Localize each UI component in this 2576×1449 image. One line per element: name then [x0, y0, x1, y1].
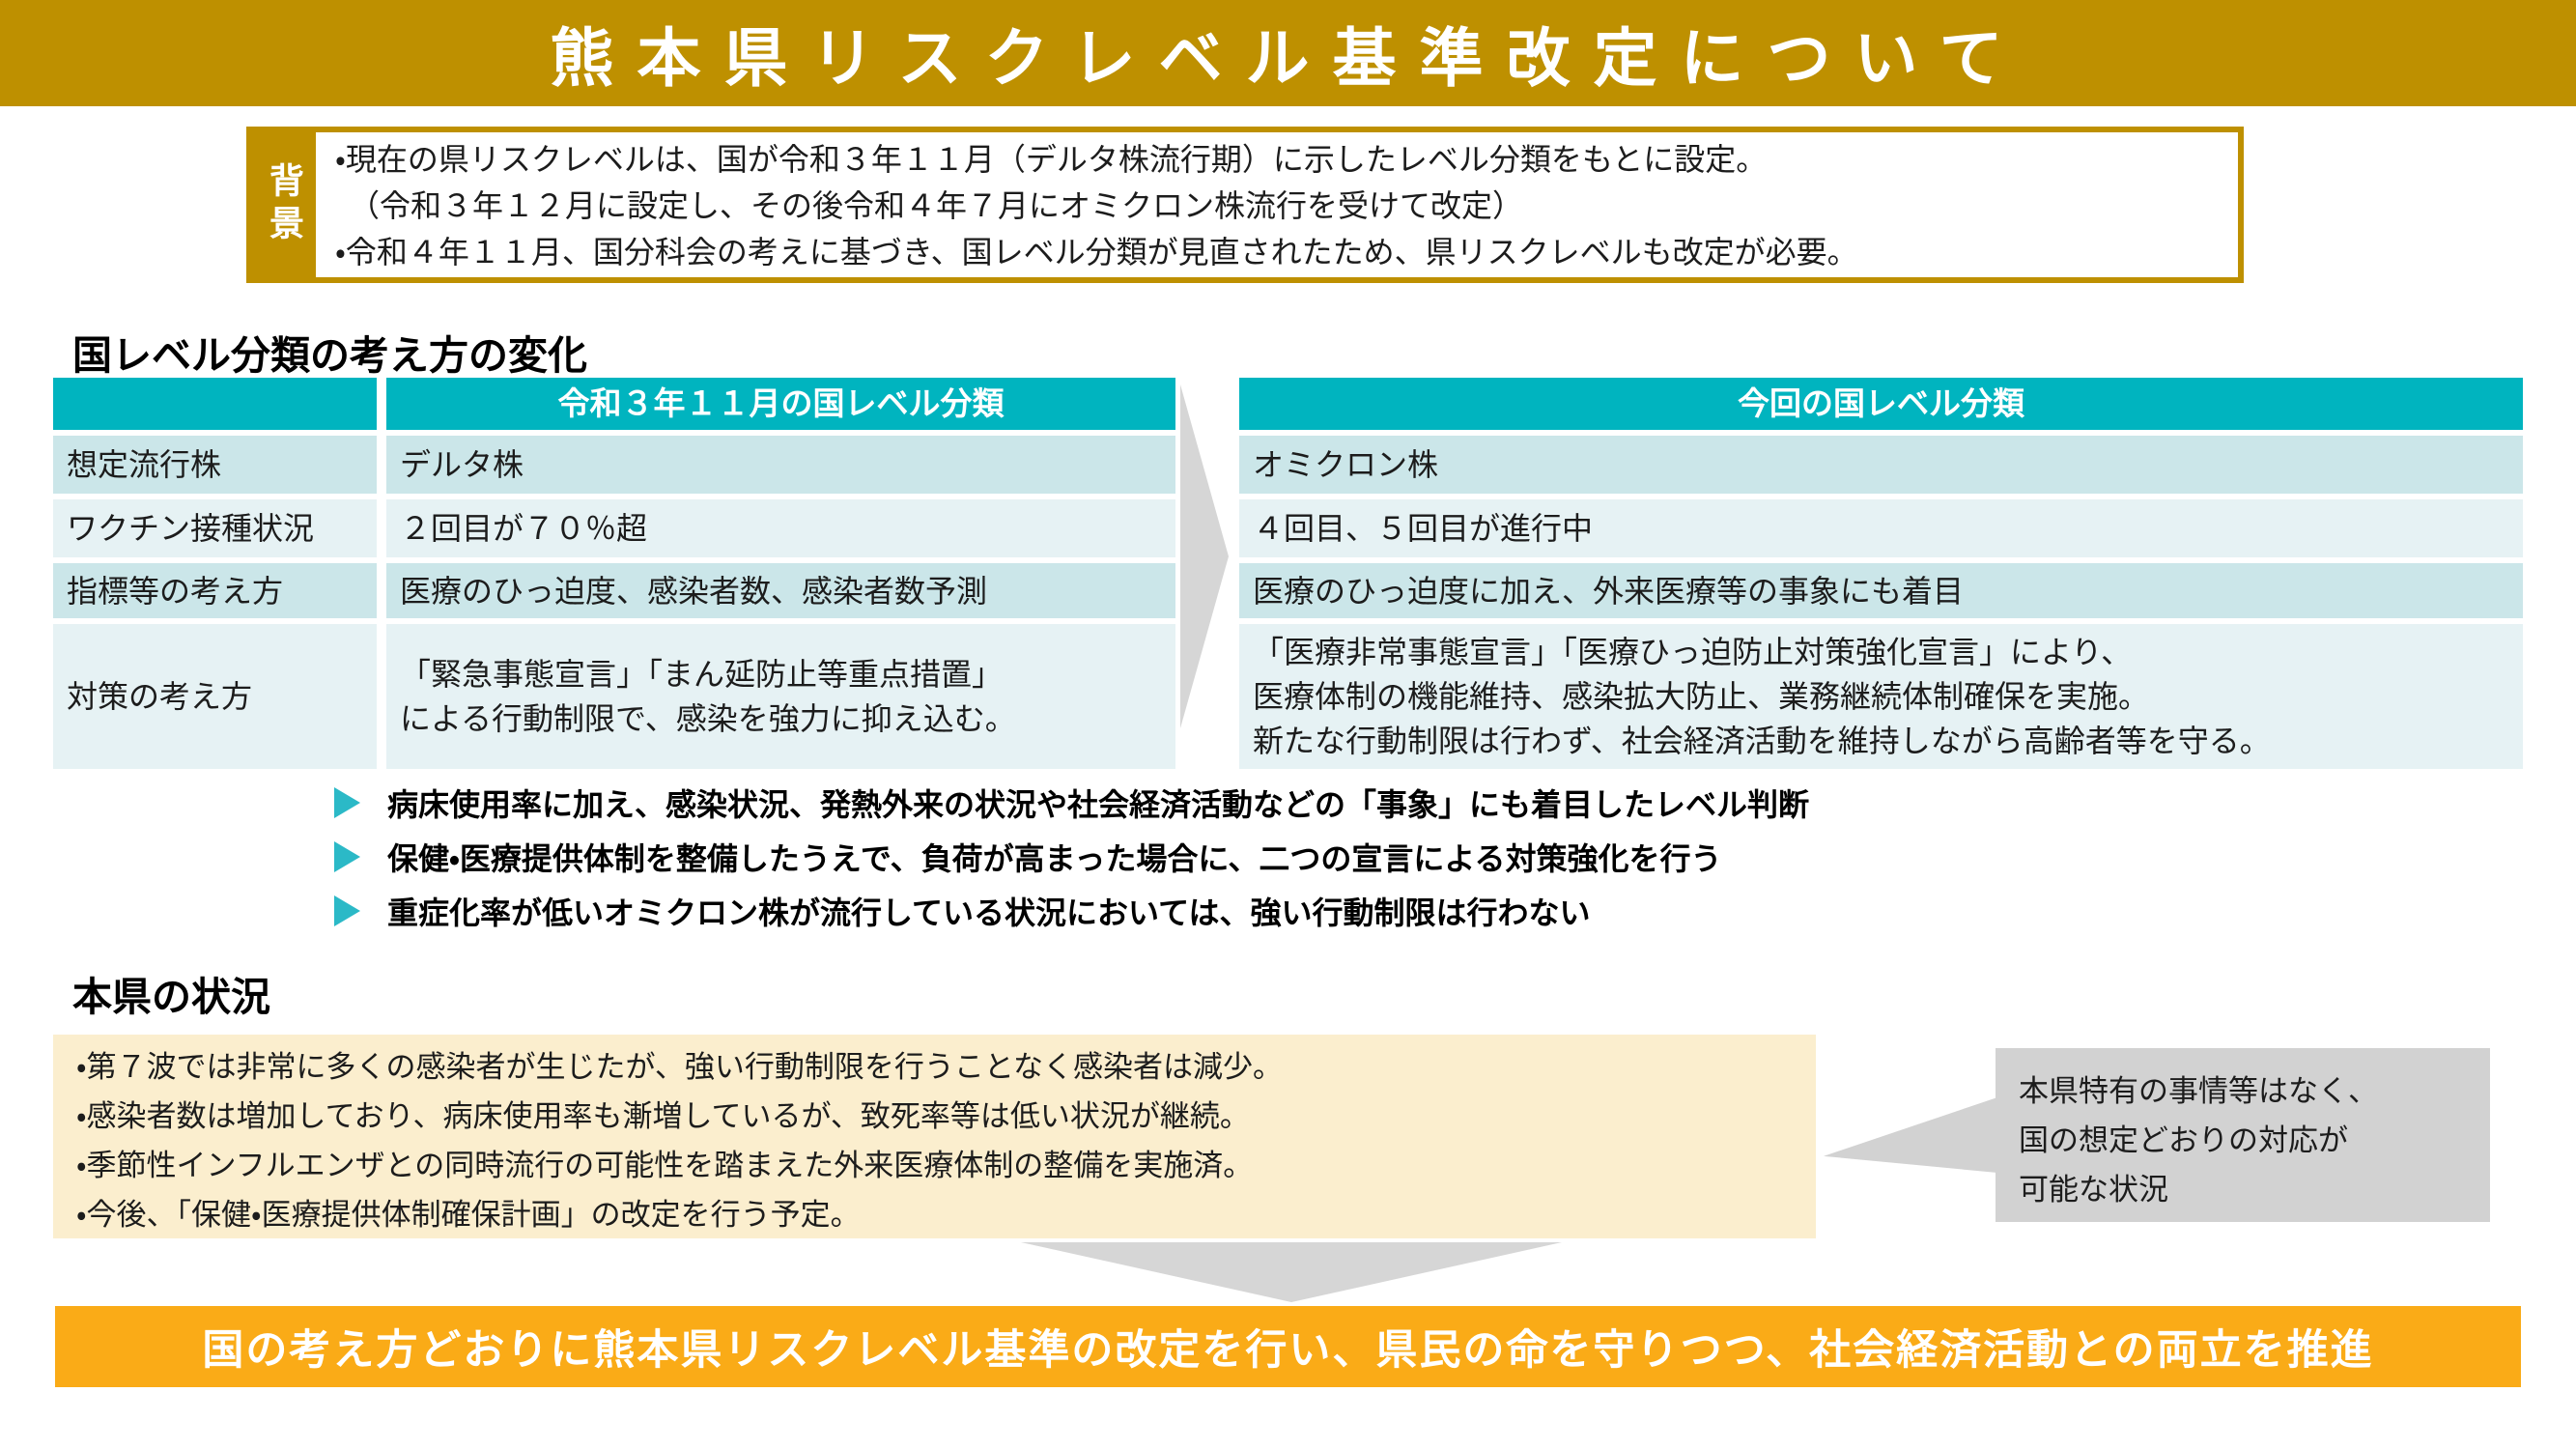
national-level-table-new: 今回の国レベル分類 オミクロン株 ４回目、５回目が進行中 医療のひっ迫度に加え、… — [1239, 378, 2523, 769]
conclusion-text: 国の考え方どおりに熊本県リスクレベル基準の改定を行い、県民の命を守りつつ、社会経… — [202, 1327, 2374, 1374]
triangle-arrow-icon — [334, 840, 360, 872]
table-old-row-value: デルタ株 — [386, 436, 1175, 494]
callout-text: 本県特有の事情等はなく、 国の想定どおりの対応が 可能な状況 — [2019, 1073, 2378, 1207]
down-arrow-shape — [1021, 1242, 1562, 1302]
triangle-arrow-icon — [334, 786, 360, 818]
table-old-row-value: ２回目が７０％超 — [386, 499, 1175, 557]
right-arrow-shape — [1180, 384, 1229, 728]
prefecture-status-box: ・第７波では非常に多くの感染者が生じたが、強い行動制限を行うことなく感染者は減少… — [53, 1035, 1816, 1238]
key-point-text: 病床使用率に加え、感染状況、発熱外来の状況や社会経済活動などの「事象」にも着目し… — [387, 786, 1810, 822]
callout-box: 本県特有の事情等はなく、 国の想定どおりの対応が 可能な状況 — [1996, 1048, 2490, 1222]
table-old-row-label: 指標等の考え方 — [53, 563, 377, 618]
background-box: 背景 ・現在の県リスクレベルは、国が令和３年１１月（デルタ株流行期）に示したレベ… — [246, 127, 2244, 283]
table-new-row-value: ４回目、５回目が進行中 — [1239, 499, 2523, 557]
status-line: ・感染者数は増加しており、病床使用率も漸増しているが、致死率等は低い状況が継続。 — [76, 1098, 1250, 1133]
key-point-text: 重症化率が低いオミクロン株が流行している状況においては、強い行動制限は行わない — [387, 895, 1591, 930]
prefecture-status-heading: 本県の状況 — [72, 975, 270, 1019]
table-new-header-cell: 今回の国レベル分類 — [1239, 378, 2523, 430]
national-level-change-heading: 国レベル分類の考え方の変化 — [72, 333, 587, 378]
table-old-row-label: ワクチン接種状況 — [53, 499, 377, 557]
table-old-row-value: 「緊急事態宣言」「まん延防止等重点措置」 による行動制限で、感染を強力に抑え込む… — [386, 624, 1175, 769]
triangle-arrow-icon — [334, 895, 360, 926]
table-old-row-value: 医療のひっ迫度、感染者数、感染者数予測 — [386, 563, 1175, 618]
conclusion-bar: 国の考え方どおりに熊本県リスクレベル基準の改定を行い、県民の命を守りつつ、社会経… — [55, 1306, 2521, 1387]
table-new-row-value: オミクロン株 — [1239, 436, 2523, 494]
key-point-text: 保健・医療提供体制を整備したうえで、負荷が高まった場合に、二つの宣言による対策強… — [387, 840, 1722, 876]
title-bar: 熊本県リスクレベル基準改定について — [0, 0, 2576, 106]
table-old-row-label: 想定流行株 — [53, 436, 377, 494]
table-old-header-blank-cell — [53, 378, 377, 430]
background-tab-label: 背景 — [252, 132, 316, 277]
background-line: ・令和４年１１月、国分科会の考えに基づき、国レベル分類が見直されたため、県リスク… — [335, 235, 1858, 270]
background-line: ・現在の県リスクレベルは、国が令和３年１１月（デルタ株流行期）に示したレベル分類… — [335, 142, 1768, 177]
key-point-item: 保健・医療提供体制を整備したうえで、負荷が高まった場合に、二つの宣言による対策強… — [334, 838, 1809, 876]
background-content: ・現在の県リスクレベルは、国が令和３年１１月（デルタ株流行期）に示したレベル分類… — [316, 132, 2238, 277]
table-new-row-value: 医療のひっ迫度に加え、外来医療等の事象にも着目 — [1239, 563, 2523, 618]
status-line: ・第７波では非常に多くの感染者が生じたが、強い行動制限を行うことなく感染者は減少… — [76, 1049, 1283, 1084]
key-point-item: 病床使用率に加え、感染状況、発熱外来の状況や社会経済活動などの「事象」にも着目し… — [334, 784, 1809, 822]
table-old-row-label: 対策の考え方 — [53, 624, 377, 769]
status-line: ・季節性インフルエンザとの同時流行の可能性を踏まえた外来医療体制の整備を実施済。 — [76, 1148, 1254, 1182]
page-title: 熊本県リスクレベル基準改定について — [550, 22, 2026, 94]
table-old-header-cell: 令和３年１１月の国レベル分類 — [386, 378, 1175, 430]
key-point-item: 重症化率が低いオミクロン株が流行している状況においては、強い行動制限は行わない — [334, 893, 1809, 930]
national-level-table-old: 令和３年１１月の国レベル分類 想定流行株 デルタ株 ワクチン接種状況 ２回目が７… — [53, 378, 1175, 769]
background-line: （令和３年１２月に設定し、その後令和４年７月にオミクロン株流行を受けて改定） — [349, 188, 1524, 223]
callout-tail-shape — [1824, 1097, 1997, 1173]
status-line: ・今後、「保健・医療提供体制確保計画」の改定を行う予定。 — [76, 1197, 861, 1232]
table-new-row-value: 「医療非常事態宣言」「医療ひっ迫防止対策強化宣言」により、 医療体制の機能維持、… — [1239, 624, 2523, 769]
key-points-list: 病床使用率に加え、感染状況、発熱外来の状況や社会経済活動などの「事象」にも着目し… — [334, 784, 1809, 930]
